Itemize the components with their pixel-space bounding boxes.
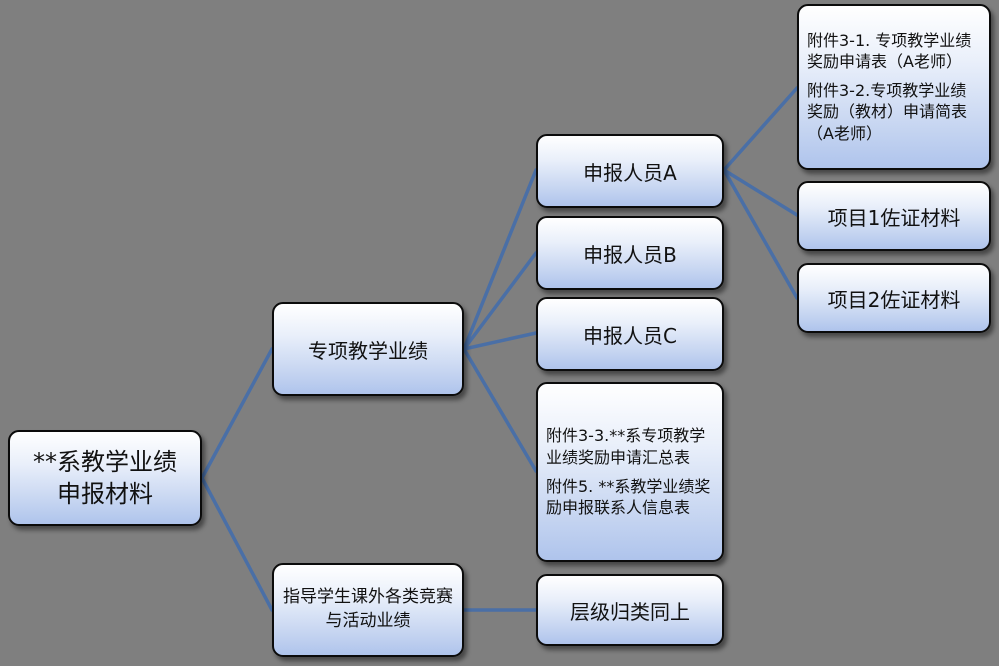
applicant-a-label: 申报人员A <box>583 160 677 185</box>
project-2-evidence-node[interactable]: 项目2佐证材料 <box>797 263 991 333</box>
applicant-b-label: 申报人员B <box>583 242 677 267</box>
connector-applicant-a-evidence-1 <box>722 168 799 217</box>
connector-root-teaching <box>200 347 274 480</box>
summary-form-item-2: 附件5. **系教学业绩奖励申报联系人信息表 <box>546 476 711 518</box>
student-guidance-label: 指导学生课外各类竞赛与活动业绩 <box>283 587 453 631</box>
connector-applicant-a-forms <box>722 86 799 172</box>
connector-teaching-applicant-c <box>462 331 538 351</box>
summary-forms-node[interactable]: 附件3-3.**系专项教学业绩奖励申请汇总表 附件5. **系教学业绩奖励申报联… <box>536 382 724 562</box>
same-level-label: 层级归类同上 <box>570 599 690 624</box>
applicant-b-node[interactable]: 申报人员B <box>536 216 724 290</box>
applicant-a-forms-node[interactable]: 附件3-1. 专项教学业绩奖励申请表（A老师） 附件3-2.专项教学业绩奖励（教… <box>797 4 991 170</box>
project-2-evidence-label: 项目2佐证材料 <box>827 287 961 312</box>
root-node[interactable]: **系教学业绩申报材料 <box>8 430 202 526</box>
connector-teaching-summary <box>462 347 538 473</box>
root-label: **系教学业绩申报材料 <box>33 447 177 508</box>
applicant-a-node[interactable]: 申报人员A <box>536 134 724 208</box>
connector-root-guidance <box>200 476 274 612</box>
applicant-c-label: 申报人员C <box>583 323 677 348</box>
connector-applicant-a-evidence-2 <box>722 168 799 300</box>
form-item-2: 附件3-2.专项教学业绩奖励（教材）申请简表（A老师） <box>807 80 968 143</box>
project-1-evidence-label: 项目1佐证材料 <box>827 205 961 230</box>
form-item-1: 附件3-1. 专项教学业绩奖励申请表（A老师） <box>807 30 972 72</box>
same-level-node[interactable]: 层级归类同上 <box>536 574 724 646</box>
project-1-evidence-node[interactable]: 项目1佐证材料 <box>797 181 991 251</box>
connector-teaching-applicant-a <box>462 168 538 351</box>
summary-form-item-1: 附件3-3.**系专项教学业绩奖励申请汇总表 <box>546 426 706 467</box>
student-guidance-node[interactable]: 指导学生课外各类竞赛与活动业绩 <box>272 563 464 657</box>
teaching-achievement-label: 专项教学业绩 <box>308 338 428 363</box>
teaching-achievement-node[interactable]: 专项教学业绩 <box>272 302 464 396</box>
connector-teaching-applicant-b <box>462 251 538 351</box>
applicant-c-node[interactable]: 申报人员C <box>536 297 724 371</box>
